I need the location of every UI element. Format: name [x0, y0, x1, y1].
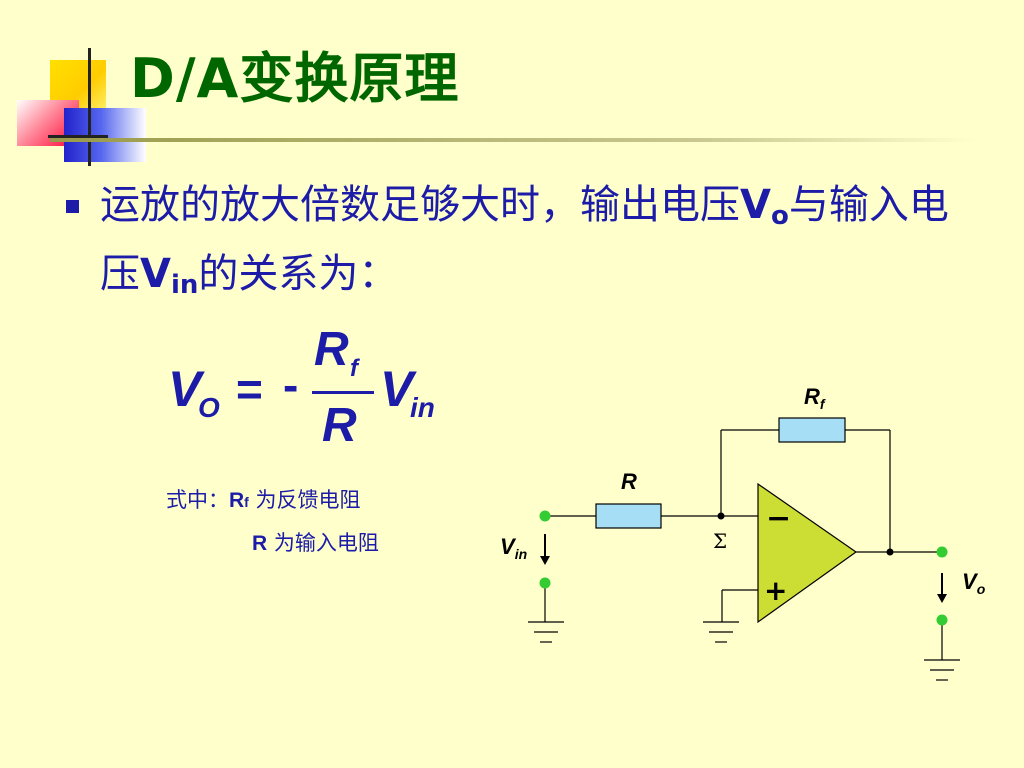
- formula-numerator-sub: f: [350, 355, 358, 382]
- bullet-vin-sub: in: [170, 270, 199, 300]
- bullet-part2: 与输入电压: [100, 182, 949, 297]
- junction-dot-output: [886, 548, 894, 556]
- bullet-vin-symbol: V: [140, 251, 171, 297]
- resistor-r: [595, 503, 662, 529]
- label-vo: Vo: [962, 569, 986, 597]
- logo-horizontal-line: [48, 135, 108, 138]
- logo-vertical-line: [88, 48, 91, 166]
- ground-icon-middle: [703, 621, 739, 643]
- bullet-square-icon: [66, 200, 79, 213]
- note-rf-sub: f: [244, 494, 249, 510]
- note-r-symbol: R: [252, 532, 268, 555]
- label-vin: Vin: [500, 534, 527, 562]
- title-underline: [50, 138, 975, 142]
- formula-lhs-sub: O: [198, 392, 220, 423]
- note-rf-desc: 为反馈电阻: [248, 488, 361, 512]
- terminal-vin-top: [539, 510, 551, 522]
- terminal-vo-top: [936, 546, 948, 558]
- bullet-vo-sub: o: [770, 201, 789, 231]
- label-r: R: [621, 469, 637, 494]
- junction-dot-inverting: [717, 512, 725, 520]
- formula-equals: =: [236, 363, 263, 415]
- note-r-desc: 为输入电阻: [267, 531, 379, 555]
- label-opamp-minus: −: [766, 501, 791, 536]
- terminal-vin-bottom: [539, 577, 551, 589]
- bullet-vo-symbol: V: [740, 182, 771, 228]
- bullet-part3: 的关系为：: [198, 251, 399, 297]
- arrow-down-icon-vin: [540, 534, 550, 565]
- title-cjk: 变换原理: [239, 47, 460, 110]
- title-latin: D/A: [130, 47, 240, 110]
- bullet-text: 运放的放大倍数足够大时，输出电压Vo与输入电压Vin的关系为：: [100, 176, 980, 314]
- note-rf-symbol: R: [229, 489, 245, 512]
- formula-lhs: V: [168, 361, 202, 417]
- arrow-down-icon-vo: [937, 573, 947, 603]
- opamp-triangle: [757, 482, 858, 624]
- resistor-rf: [778, 417, 846, 443]
- ground-icon-right: [924, 659, 960, 681]
- bullet-part1: 运放的放大倍数足够大时，输出电压: [100, 182, 740, 228]
- formula-rhs: V: [380, 361, 414, 417]
- label-sigma: Σ: [713, 529, 727, 553]
- note-line-1: 式中：Rf 为反馈电阻: [166, 484, 361, 514]
- label-opamp-plus: +: [764, 574, 787, 607]
- page-title: D/A变换原理: [130, 34, 459, 113]
- ground-icon-left: [528, 621, 564, 643]
- formula-rhs-sub: in: [410, 392, 435, 423]
- formula-numerator: R: [314, 323, 349, 376]
- note-prefix: 式中：: [166, 488, 229, 512]
- formula-denominator: R: [322, 399, 357, 452]
- label-rf: Rf: [804, 384, 826, 412]
- formula-minus: -: [283, 359, 299, 411]
- fraction-bar: [312, 391, 374, 394]
- terminal-vo-bottom: [936, 614, 948, 626]
- circuit-wires: [544, 429, 943, 660]
- note-line-2: R 为输入电阻: [252, 527, 379, 557]
